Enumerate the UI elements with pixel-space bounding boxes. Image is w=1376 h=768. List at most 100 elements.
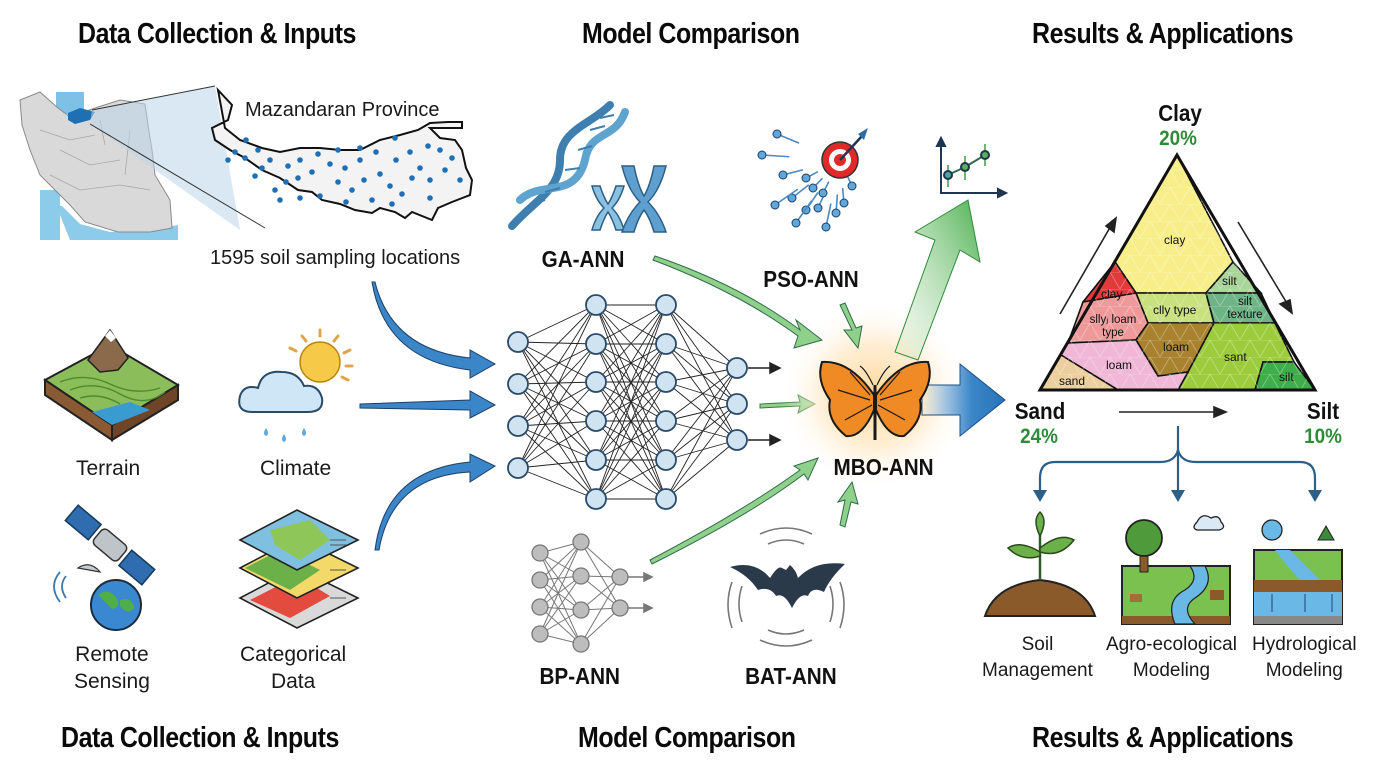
nn-edge — [517, 341, 597, 500]
pso-particle — [821, 222, 831, 232]
nn-edge — [517, 467, 597, 500]
sampling-point — [361, 177, 367, 183]
model-label-ga-ann: GA-ANN — [541, 246, 625, 272]
nn-node — [585, 294, 607, 316]
nn-edge — [517, 420, 597, 427]
sampling-point — [457, 177, 463, 183]
region-label: clay — [1101, 287, 1123, 301]
nn-node — [585, 371, 607, 393]
vertex-silt-value: 10% — [1304, 425, 1342, 448]
nn-node — [507, 373, 529, 395]
nn-edge — [665, 403, 738, 500]
bp-node — [572, 533, 590, 551]
sampling-point — [342, 165, 348, 171]
nn-node — [726, 357, 748, 379]
nn-edge — [665, 343, 738, 405]
vertex-clay: Clay 20% — [1156, 100, 1202, 151]
vertex-sand-value: 24% — [1020, 425, 1058, 448]
bp-node — [531, 598, 549, 616]
region-label: silt — [1279, 370, 1294, 384]
neural-network-nodes — [507, 294, 748, 510]
bp-node — [531, 544, 549, 562]
sampling-point — [399, 191, 405, 197]
sampling-point — [357, 157, 363, 163]
footer-results-applications: Results & Applications — [1032, 722, 1294, 754]
nn-edge — [595, 381, 667, 500]
sampling-point — [267, 157, 273, 163]
vertex-silt-name: Silt — [1306, 398, 1340, 424]
nn-edge — [595, 304, 667, 422]
model-arrows — [649, 255, 863, 565]
sampling-point — [252, 173, 258, 179]
sampling-point — [427, 195, 433, 201]
target-icon — [821, 128, 868, 179]
bp-node — [572, 567, 590, 585]
nn-node — [507, 457, 529, 479]
nn-edge — [595, 304, 667, 500]
bat-icon — [727, 527, 845, 647]
application-branch-arrows — [1038, 426, 1317, 492]
sampling-point — [327, 161, 333, 167]
footer-data-collection: Data Collection & Inputs — [61, 722, 339, 754]
sampling-point — [315, 151, 321, 157]
nn-node — [655, 294, 677, 316]
bp-network-icon — [531, 533, 629, 653]
region-label: sand — [1059, 374, 1086, 388]
nn-edge — [517, 459, 597, 469]
sampling-point — [407, 149, 413, 155]
nn-edge — [665, 420, 738, 441]
bp-node — [572, 635, 590, 653]
region-label: sllyⱼ loam type — [1089, 314, 1137, 339]
nn-node — [726, 429, 748, 451]
sampling-point — [425, 143, 431, 149]
vertex-sand: Sand 24% — [1012, 398, 1066, 449]
app-line: Agro-ecological — [1106, 634, 1237, 655]
sampling-point — [343, 199, 349, 205]
hydrology-icon — [1253, 519, 1343, 625]
nn-node — [655, 371, 677, 393]
nn-edge — [665, 367, 738, 383]
sampling-point — [335, 147, 341, 153]
sampling-point — [417, 165, 423, 171]
bp-output-arrows — [628, 571, 654, 614]
vertex-clay-name: Clay — [1158, 100, 1202, 126]
nn-node — [585, 410, 607, 432]
sampling-point — [427, 177, 433, 183]
sampling-point — [242, 155, 248, 161]
bp-node — [531, 625, 549, 643]
nn-node — [585, 333, 607, 355]
pso-particle — [808, 183, 818, 193]
chromosome-icon — [591, 165, 668, 233]
nn-edge — [665, 403, 738, 461]
nn-edge — [517, 341, 597, 383]
sampling-point — [442, 167, 448, 173]
pso-particle — [847, 181, 857, 191]
region-label: sant — [1224, 350, 1247, 364]
bp-edge — [539, 552, 582, 645]
input-label-remote-sensing: Remote Sensing — [74, 641, 150, 695]
nn-edge — [517, 383, 597, 422]
nn-edge — [595, 420, 667, 500]
sampling-point — [295, 175, 301, 181]
sampling-point — [309, 169, 315, 175]
bp-node — [611, 568, 629, 586]
nn-output-arrows — [748, 361, 782, 447]
nn-edge — [665, 367, 738, 422]
pso-particle — [831, 208, 841, 218]
app-label-soil-management: Soil Management — [982, 632, 1093, 684]
sampling-point — [243, 137, 249, 143]
sampling-point — [259, 165, 265, 171]
app-line: Soil — [1021, 634, 1054, 655]
remote-line-2: Sensing — [74, 670, 150, 693]
region-label: silt — [1222, 274, 1237, 288]
header-results-applications: Results & Applications — [1032, 18, 1294, 50]
nn-edge — [517, 425, 597, 461]
sampling-point — [387, 183, 393, 189]
nn-edge — [517, 425, 597, 500]
sampling-point — [393, 157, 399, 163]
nn-node — [726, 393, 748, 415]
nn-edge — [517, 381, 597, 385]
bp-edge — [539, 579, 582, 645]
input-label-climate: Climate — [260, 457, 332, 480]
